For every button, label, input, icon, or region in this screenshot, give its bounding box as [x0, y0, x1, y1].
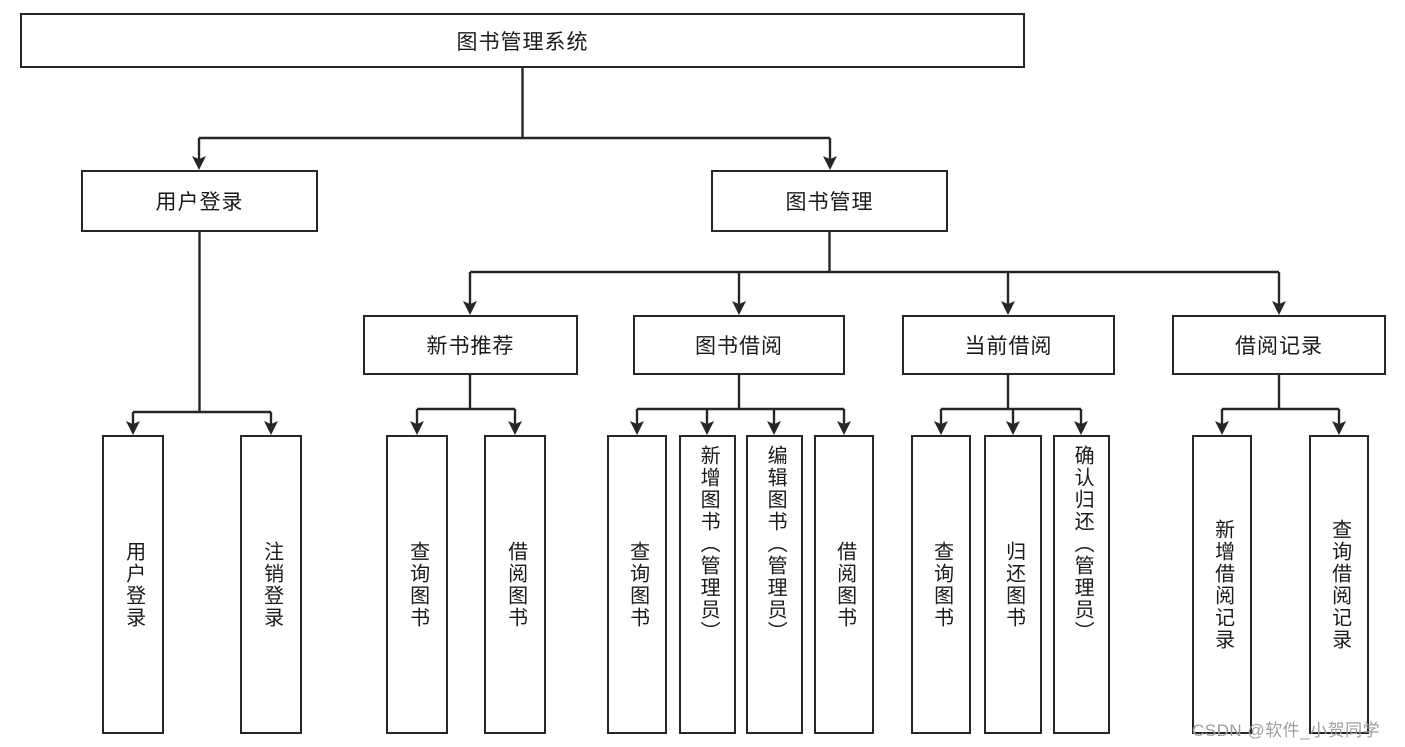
leaf-query-borrow-record-label: 查询借阅记录	[1328, 518, 1351, 651]
leaf-borrow-book-recommend-label: 借阅图书	[504, 540, 527, 629]
leaf-query-book-current-label: 查询图书	[930, 540, 953, 629]
node-new-book-recommend-label: 新书推荐	[426, 335, 515, 358]
leaf-confirm-return-admin-label: 确认归还（管理员）	[1071, 445, 1094, 643]
leaf-query-book-borrow[interactable]: 查询图书	[607, 435, 667, 734]
leaf-query-book-recommend[interactable]: 查询图书	[386, 435, 448, 734]
leaf-borrow-book-label: 借阅图书	[833, 540, 856, 629]
node-current-borrow[interactable]: 当前借阅	[902, 315, 1115, 375]
leaf-borrow-book-recommend[interactable]: 借阅图书	[484, 435, 546, 734]
node-current-borrow-label: 当前借阅	[964, 335, 1053, 358]
node-root-label: 图书管理系统	[456, 30, 589, 54]
node-new-book-recommend[interactable]: 新书推荐	[363, 315, 578, 375]
csdn-watermark: CSDN @软件_小贺同学	[1192, 721, 1381, 740]
node-book-borrow[interactable]: 图书借阅	[633, 315, 845, 375]
node-book-management-label: 图书管理	[785, 191, 874, 214]
leaf-return-book[interactable]: 归还图书	[984, 435, 1042, 734]
leaf-add-borrow-record[interactable]: 新增借阅记录	[1192, 435, 1252, 734]
leaf-borrow-book[interactable]: 借阅图书	[814, 435, 874, 734]
leaf-add-book-admin-label: 新增图书（管理员）	[697, 445, 720, 643]
leaf-add-book-admin[interactable]: 新增图书（管理员）	[679, 435, 736, 734]
leaf-user-login[interactable]: 用户登录	[102, 435, 164, 734]
node-book-management[interactable]: 图书管理	[711, 170, 948, 232]
node-user-login-label: 用户登录	[155, 191, 244, 214]
leaf-query-book-borrow-label: 查询图书	[626, 540, 649, 629]
leaf-query-book-current[interactable]: 查询图书	[911, 435, 971, 734]
node-borrow-records[interactable]: 借阅记录	[1172, 315, 1386, 375]
leaf-return-book-label: 归还图书	[1002, 540, 1025, 629]
node-user-login[interactable]: 用户登录	[81, 170, 318, 232]
leaf-confirm-return-admin[interactable]: 确认归还（管理员）	[1053, 435, 1110, 734]
leaf-logout-login[interactable]: 注销登录	[240, 435, 302, 734]
leaf-logout-login-label: 注销登录	[260, 540, 283, 629]
leaf-add-borrow-record-label: 新增借阅记录	[1211, 518, 1234, 651]
leaf-query-borrow-record[interactable]: 查询借阅记录	[1309, 435, 1369, 734]
node-book-borrow-label: 图书借阅	[695, 335, 783, 358]
leaf-edit-book-admin-label: 编辑图书（管理员）	[764, 445, 787, 643]
leaf-query-book-recommend-label: 查询图书	[406, 540, 429, 629]
node-borrow-records-label: 借阅记录	[1235, 335, 1323, 358]
leaf-user-login-label: 用户登录	[122, 540, 145, 629]
leaf-edit-book-admin[interactable]: 编辑图书（管理员）	[746, 435, 803, 734]
node-root[interactable]: 图书管理系统	[20, 13, 1025, 68]
